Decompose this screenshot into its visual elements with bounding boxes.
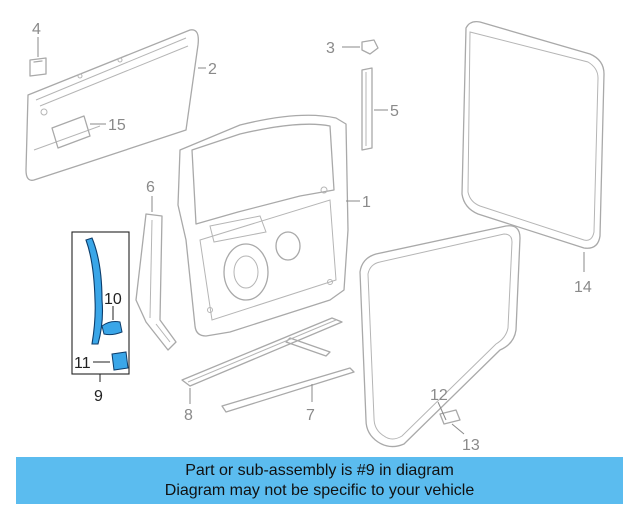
part-4-clip [29,57,47,77]
part-8-belt-molding [181,317,343,387]
part-6-run-channel [135,213,177,351]
part-10-clip[interactable] [101,321,123,336]
banner-line-1: Part or sub-assembly is #9 in diagram [185,461,454,479]
callout-10: 10 [104,291,122,308]
callout-9: 9 [94,388,103,405]
callout-3: 3 [326,40,335,57]
callout-6: 6 [146,179,155,196]
callout-8: 8 [184,407,193,424]
part-3-fastener [361,39,379,55]
callout-7: 7 [306,407,315,424]
callout-2: 2 [208,61,217,78]
part-5-channel [361,67,373,151]
part-7-lower-molding [221,367,355,413]
part-11-end-cap[interactable] [111,351,129,371]
callout-12: 12 [430,387,448,404]
part-15-pad [51,115,91,149]
callout-11: 11 [74,355,91,372]
part-2-outer-panel [25,29,199,181]
part-1-door-shell [177,114,349,337]
part-9-weatherstrip[interactable] [85,237,104,345]
callout-15: 15 [108,117,126,134]
callout-1: 1 [362,194,371,211]
part-9-subassembly-box[interactable] [71,231,130,375]
callout-4: 4 [32,21,41,38]
part-14-opening-seal [461,20,605,249]
info-banner: Part or sub-assembly is #9 in diagram Di… [16,457,623,504]
callout-13: 13 [462,437,480,454]
exploded-door-diagram: 4 2 15 3 5 1 [25,20,605,454]
part-12-door-seal [359,225,521,448]
callout-5: 5 [390,103,399,120]
callout-14: 14 [574,279,592,296]
banner-line-2: Diagram may not be specific to your vehi… [164,481,475,499]
